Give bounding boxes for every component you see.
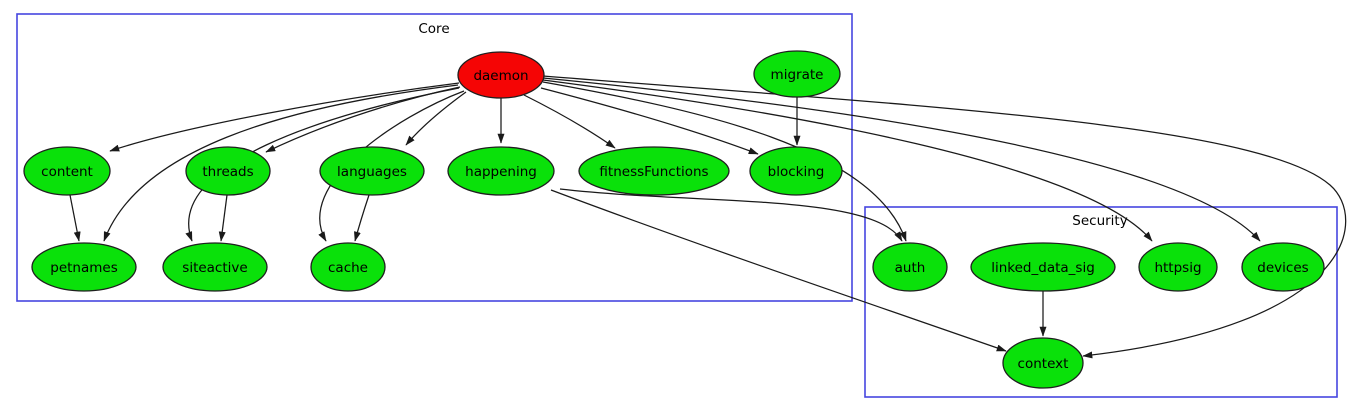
node-daemon: daemon <box>457 51 545 99</box>
node-threads: threads <box>185 146 271 196</box>
node-cache-label: cache <box>328 260 368 276</box>
node-happening-shape <box>447 146 555 196</box>
edge-happening-to-auth <box>559 188 903 242</box>
node-petnames-label: petnames <box>50 260 118 276</box>
node-blocking: blocking <box>749 146 843 196</box>
node-content-shape <box>23 146 111 196</box>
node-linked_data_sig-shape <box>970 242 1116 292</box>
node-context-shape <box>1002 337 1084 389</box>
node-siteactive-shape <box>162 242 268 292</box>
node-content: content <box>23 146 111 196</box>
edge-daemon-to-fitnessFunctions <box>523 94 616 149</box>
node-cache-shape <box>310 242 386 292</box>
node-devices: devices <box>1241 242 1325 292</box>
node-languages: languages <box>319 146 425 196</box>
edge-daemon-to-petnames <box>103 84 459 242</box>
edge-daemon-to-httpsig <box>542 79 1153 242</box>
edge-daemon-to-context <box>542 75 1347 359</box>
node-content-label: content <box>41 164 93 180</box>
node-devices-shape <box>1241 242 1325 292</box>
node-siteactive: siteactive <box>162 242 268 292</box>
edge-daemon-to-blocking <box>540 87 759 155</box>
cluster-core-label: Core <box>418 21 449 37</box>
node-languages-label: languages <box>337 164 407 180</box>
node-migrate-shape <box>753 50 841 98</box>
edge-daemon-to-content <box>109 82 460 152</box>
cluster-core-border <box>16 13 853 302</box>
node-httpsig-label: httpsig <box>1154 260 1201 276</box>
edge-happening-to-context <box>550 189 1007 352</box>
node-siteactive-label: siteactive <box>182 260 247 276</box>
edge-daemon-to-auth <box>542 81 907 242</box>
node-petnames: petnames <box>31 242 137 292</box>
edge-daemon-to-languages <box>405 91 467 146</box>
node-httpsig: httpsig <box>1138 242 1218 292</box>
node-threads-label: threads <box>202 164 253 180</box>
node-auth-label: auth <box>895 260 926 276</box>
node-fitnessFunctions: fitnessFunctions <box>578 146 730 196</box>
node-blocking-shape <box>749 146 843 196</box>
node-linked_data_sig-label: linked_data_sig <box>991 260 1095 276</box>
node-petnames-shape <box>31 242 137 292</box>
node-auth: auth <box>872 242 948 292</box>
edge-languages-to-cache <box>354 194 370 242</box>
node-httpsig-shape <box>1138 242 1218 292</box>
edge-daemon-to-devices <box>542 77 1261 242</box>
node-context: context <box>1002 337 1084 389</box>
node-fitnessFunctions-label: fitnessFunctions <box>599 164 708 180</box>
node-linked_data_sig: linked_data_sig <box>970 242 1116 292</box>
node-daemon-shape <box>457 51 545 99</box>
node-happening: happening <box>447 146 555 196</box>
node-happening-label: happening <box>465 164 537 180</box>
node-context-label: context <box>1018 356 1069 372</box>
node-fitnessFunctions-shape <box>578 146 730 196</box>
node-blocking-label: blocking <box>768 164 825 180</box>
edge-content-to-petnames <box>69 194 81 242</box>
node-languages-shape <box>319 146 425 196</box>
node-devices-label: devices <box>1257 260 1308 276</box>
cluster-security-border <box>864 206 1338 398</box>
node-threads-shape <box>185 146 271 196</box>
node-auth-shape <box>872 242 948 292</box>
node-daemon-label: daemon <box>473 68 528 84</box>
edge-daemon-to-siteactive <box>185 87 460 242</box>
edge-threads-to-siteactive <box>218 194 228 242</box>
node-cache: cache <box>310 242 386 292</box>
node-migrate: migrate <box>753 50 841 98</box>
node-migrate-label: migrate <box>771 67 824 83</box>
cluster-security-label: Security <box>1072 213 1127 229</box>
